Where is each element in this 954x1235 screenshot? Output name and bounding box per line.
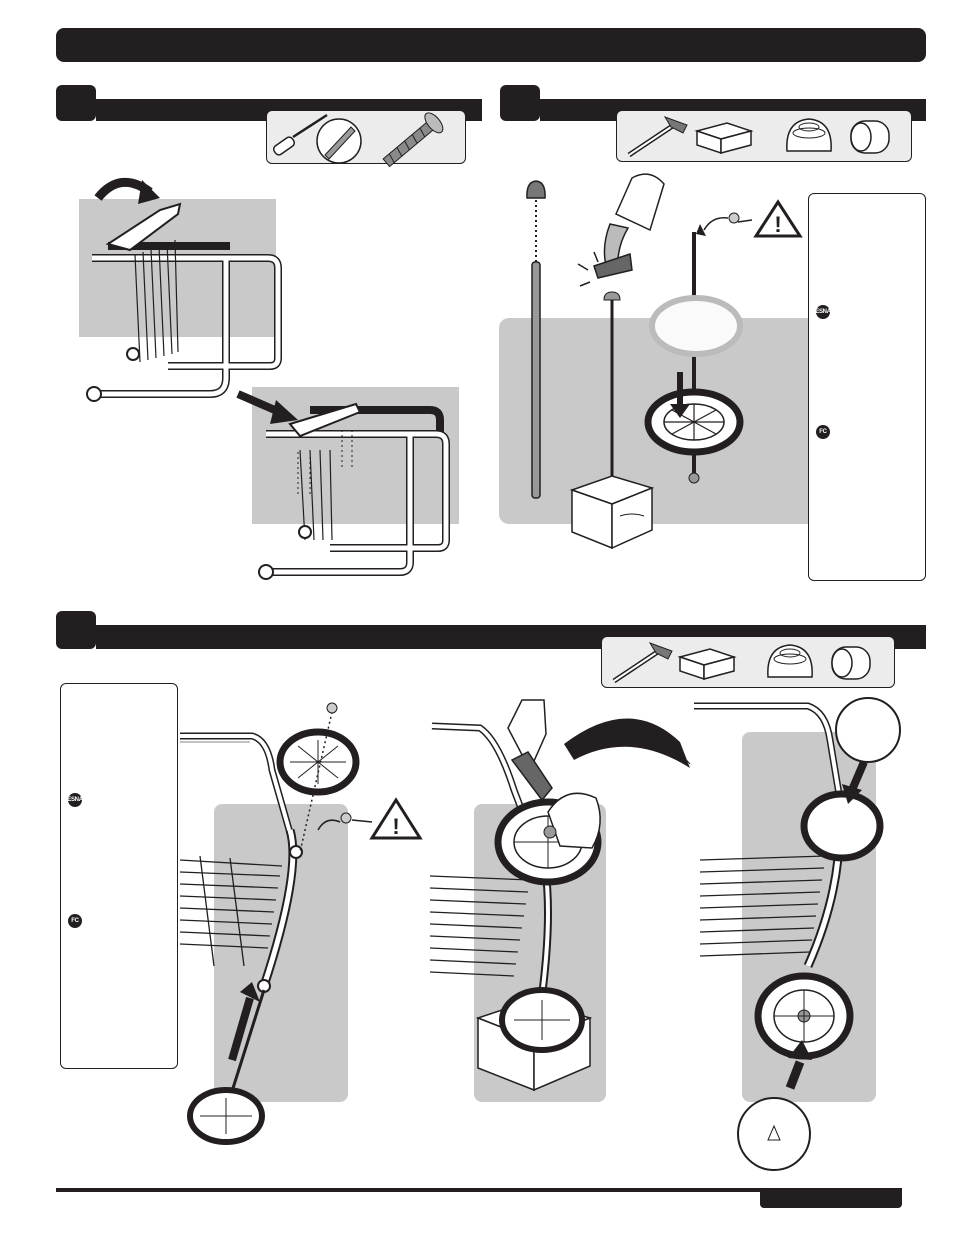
esna-badge: ESNA xyxy=(815,305,831,319)
page-header-bar xyxy=(56,28,926,62)
step-c-tools-box xyxy=(601,636,895,688)
footer-rule xyxy=(56,1188,902,1192)
screw-icon xyxy=(382,112,444,168)
step-a-tools-box xyxy=(266,110,466,168)
step-a-number xyxy=(56,85,96,121)
step-b-number xyxy=(500,85,540,121)
wood-block-icon xyxy=(694,122,754,155)
cap-side-icon xyxy=(850,120,890,154)
step-c-warning-panel: ESNA FC xyxy=(60,683,178,1069)
wood-block-icon xyxy=(677,648,737,681)
axle-cap-icon xyxy=(767,644,813,678)
svg-text:!: ! xyxy=(392,814,399,839)
hammer-icon xyxy=(612,642,673,684)
cap-side-icon xyxy=(831,646,871,680)
screwdriver-icon xyxy=(272,113,328,156)
axle-cap-icon xyxy=(786,118,832,152)
esna-badge: ESNA xyxy=(67,793,83,807)
step-b-tools-box xyxy=(616,110,912,162)
warning-icon xyxy=(753,199,803,238)
step-b-warning-panel: ESNA FC xyxy=(808,193,926,581)
footer-page-tab xyxy=(760,1188,902,1208)
warning-icon xyxy=(369,797,423,840)
fc-badge: FC xyxy=(68,914,82,928)
phillips-tip-icon xyxy=(316,118,362,164)
fc-badge: FC xyxy=(816,425,830,439)
step-c-number xyxy=(56,611,96,649)
hammer-icon xyxy=(627,116,688,158)
svg-text:!: ! xyxy=(774,212,781,237)
